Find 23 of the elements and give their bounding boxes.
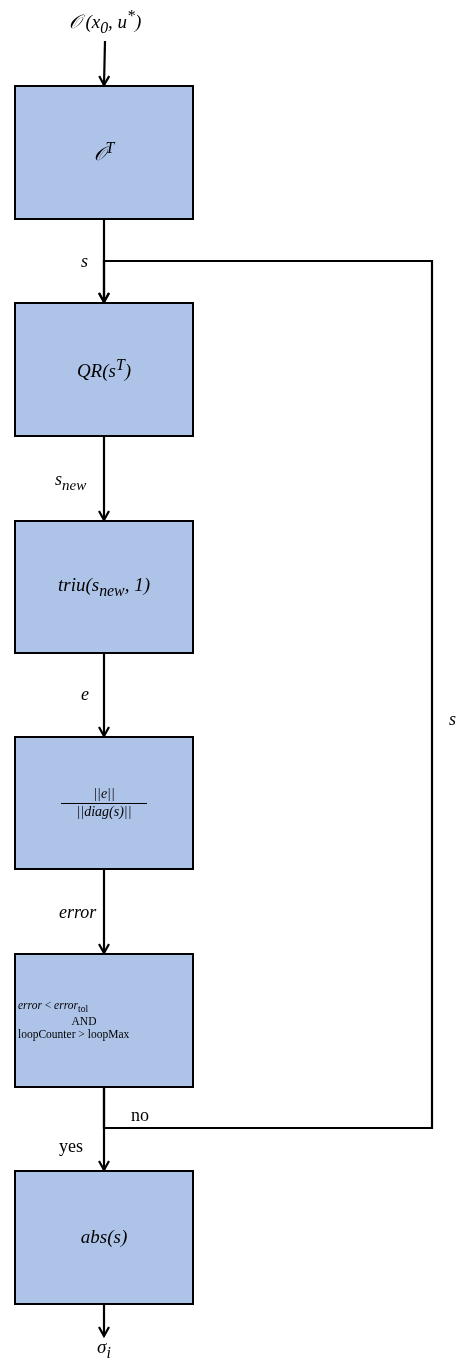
math-expression: 𝒪$^{T}$ [93, 138, 115, 167]
fraction-numerator: ||e|| [61, 785, 147, 804]
condition-text: error < error$_{tol}$ [17, 998, 90, 1015]
arrow [97, 654, 111, 738]
process-box [14, 520, 194, 654]
process-box [14, 302, 194, 437]
process-box [14, 85, 194, 220]
arrow [97, 1305, 111, 1338]
arrow [97, 259, 434, 1130]
arrow [97, 437, 111, 522]
math-expression: abs(s) [80, 1226, 128, 1249]
process-box [14, 736, 194, 870]
condition-text: AND [71, 1014, 97, 1029]
process-box [14, 953, 194, 1088]
arrow [97, 870, 111, 955]
fraction-denominator: ||diag(s)|| [76, 803, 132, 821]
math-expression: triu(s$_{new}$, 1) [58, 573, 150, 601]
math-expression: QR(s$^{T}$) [76, 355, 132, 384]
process-box [14, 1170, 194, 1305]
condition-text: loopCounter > loopMax [17, 1028, 131, 1043]
math-label: 𝒪 (x$_{0}$, u$^{*}$) [68, 7, 142, 39]
math-label: σ$_{i}$ [97, 1335, 111, 1363]
arrow [98, 40, 111, 87]
